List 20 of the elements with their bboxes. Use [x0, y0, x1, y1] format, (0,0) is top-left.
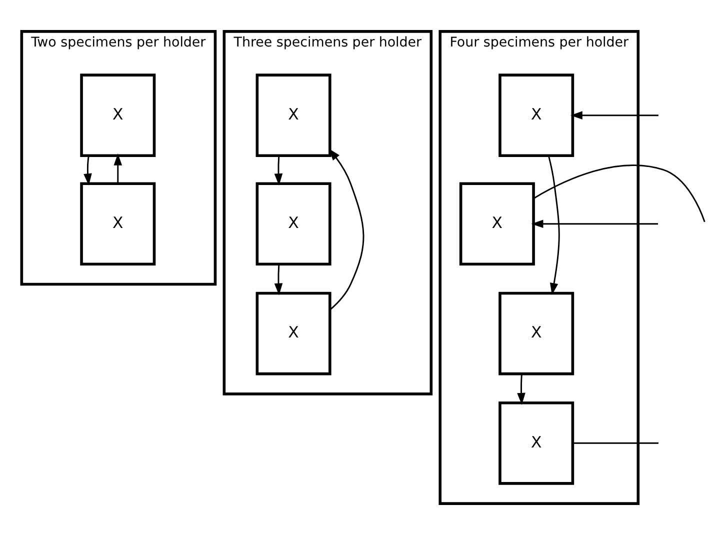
arrow: [570, 110, 658, 119]
node-box: X: [498, 400, 574, 484]
arrow: [517, 373, 526, 404]
connector: [533, 164, 706, 222]
connector: [572, 442, 658, 444]
node-box: X: [459, 182, 535, 266]
node-box: X: [256, 291, 332, 375]
node-box: X: [498, 291, 574, 375]
arrow: [328, 148, 364, 310]
arrow: [84, 155, 92, 185]
node-box: X: [498, 73, 574, 157]
node-box: X: [80, 73, 156, 157]
node-box: X: [80, 182, 156, 266]
node-box: X: [256, 182, 332, 266]
arrow: [531, 219, 658, 228]
arrow: [548, 155, 560, 294]
node-box: X: [256, 73, 332, 157]
arrow: [274, 155, 283, 185]
arrow: [114, 153, 122, 183]
arrow: [274, 264, 283, 295]
